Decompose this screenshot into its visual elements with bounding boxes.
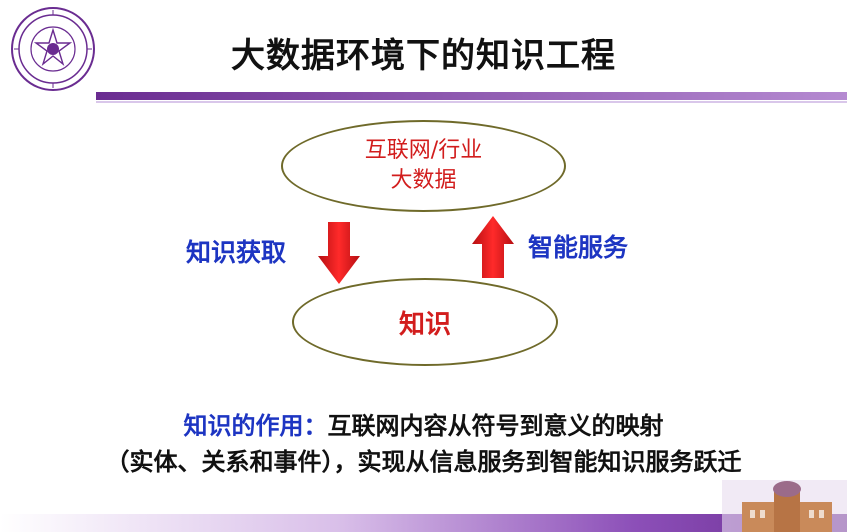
header-divider	[96, 92, 847, 100]
big-data-node-line2: 大数据	[390, 168, 457, 193]
knowledge-node-label: 知识	[398, 309, 451, 340]
knowledge-node: 知识	[292, 278, 558, 366]
footer-bar	[0, 514, 847, 532]
intelligent-service-label: 智能服务	[528, 233, 629, 262]
big-data-node-line1: 互联网/行业	[364, 138, 483, 163]
slide-title: 大数据环境下的知识工程	[231, 36, 616, 76]
arrow-down-icon	[318, 222, 360, 284]
knowledge-acquisition-label: 知识获取	[186, 238, 287, 267]
big-data-node: 互联网/行业 大数据	[281, 120, 566, 212]
role-of-knowledge-line: 知识的作用：互联网内容从符号到意义的映射	[0, 406, 847, 441]
role-of-knowledge-text: 互联网内容从符号到意义的映射	[327, 412, 664, 440]
arrow-up-icon	[472, 216, 514, 278]
campus-building-image	[722, 480, 847, 532]
service-leap-line: （实体、关系和事件），实现从信息服务到智能知识服务跃迁	[105, 448, 742, 476]
header-divider-thin	[96, 101, 847, 103]
big-data-node-label: 互联网/行业 大数据	[365, 136, 482, 196]
role-of-knowledge-heading: 知识的作用：	[183, 412, 328, 440]
university-seal-logo	[11, 7, 95, 91]
